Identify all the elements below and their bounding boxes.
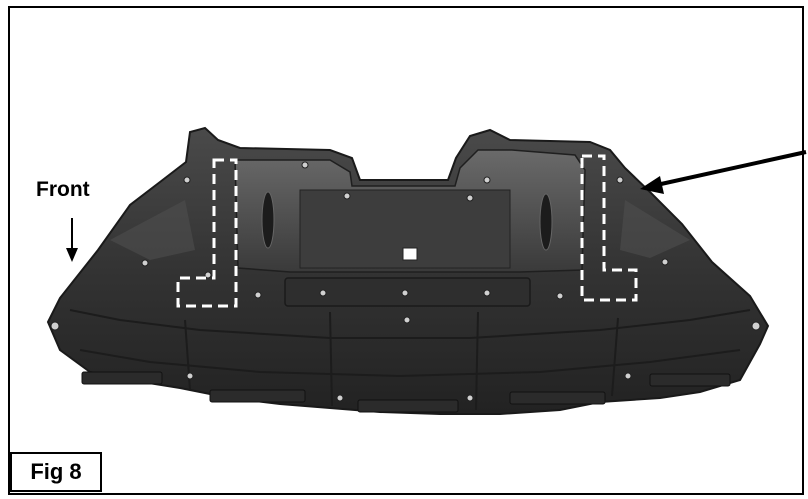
front-label: Front xyxy=(36,178,90,201)
left-highlight-box xyxy=(176,158,238,308)
center-hole xyxy=(402,247,418,261)
right-highlight-box xyxy=(580,154,638,302)
left-wing xyxy=(110,200,195,260)
ribs xyxy=(69,309,751,411)
left-slot xyxy=(261,191,275,249)
pointer-arrow xyxy=(640,150,807,194)
bottom-tabs xyxy=(81,371,731,413)
right-slot xyxy=(539,193,553,251)
bolt-holes xyxy=(50,161,761,402)
right-wing xyxy=(620,200,690,258)
front-arrow xyxy=(66,218,78,262)
figure-label: Fig 8 xyxy=(10,452,102,492)
